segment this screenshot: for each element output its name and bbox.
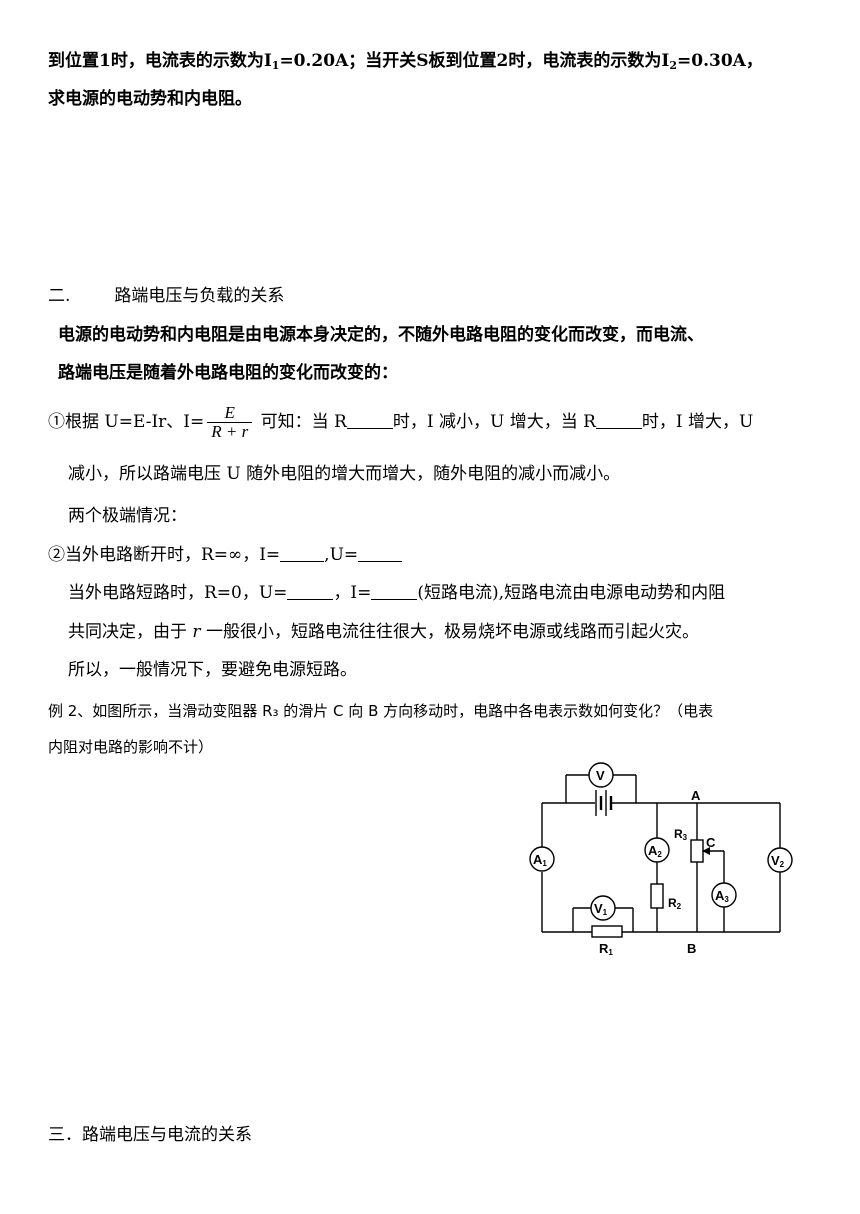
- short-circuit-line-1: 当外电路短路时，R=0，U=，I=(短路电流),短路电流由电源电动势和内阻: [68, 583, 726, 603]
- item2-line: ②当外电路断开时，R=∞，I=,U=: [48, 542, 403, 568]
- node-a-label: A: [691, 788, 701, 803]
- ammeter-a2-icon: [644, 837, 670, 863]
- ammeter-a1-icon: [529, 846, 555, 872]
- i2-value: =0.30A: [677, 51, 746, 71]
- label-a2: A2: [648, 843, 662, 859]
- label-r1: R1: [599, 941, 613, 957]
- blank-4[interactable]: [358, 545, 403, 562]
- i2-symbol: I: [661, 51, 670, 71]
- voltmeter-v-icon: [588, 762, 614, 788]
- label-a3: A3: [715, 888, 729, 904]
- label-r3: R3: [674, 827, 688, 842]
- label-v2: V2: [771, 853, 785, 869]
- label-r2: R2: [668, 896, 682, 911]
- example2-line-2: 内阻对电路的影响不计）: [48, 738, 214, 756]
- i1-value: =0.20A: [279, 51, 349, 71]
- short-circuit-line-2: 共同决定，由于 r 一般很小，短路电流往往很大，极易烧坏电源或线路而引起火灾。: [68, 622, 699, 642]
- i1-symbol: I: [263, 51, 272, 71]
- circuit-diagram: V A1 A2 A3 V2 V1 A B C R3 R2 R1: [529, 762, 793, 957]
- label-v1: V1: [594, 901, 608, 917]
- blank-5[interactable]: [287, 583, 334, 600]
- extremes-label: 两个极端情况：: [68, 506, 187, 526]
- resistor-r2-icon: [650, 883, 664, 909]
- circuit-wires: [541, 774, 781, 933]
- example2-line-1: 例 2、如图所示，当滑动变阻器 R₃ 的滑片 C 向 B 方向移动时，电路中各电…: [48, 702, 714, 720]
- short-circuit-line-3: 所以，一般情况下，要避免电源短路。: [68, 660, 357, 680]
- node-b-label: B: [687, 941, 696, 956]
- slider-arrow-icon: [702, 847, 710, 855]
- blank-1[interactable]: [346, 412, 393, 429]
- problem-line-2: 求电源的电动势和内电阻。: [48, 89, 252, 109]
- section3-heading: 三．路端电压与电流的关系: [48, 1125, 252, 1145]
- problem-line-1: 到位置1时，电流表的示数为I1=0.20A；当开关S板到位置2时，电流表的示数为…: [48, 51, 763, 72]
- voltmeter-v2-icon: [767, 847, 793, 873]
- voltmeter-v1-icon: [590, 895, 616, 921]
- slider-c-label: C: [706, 835, 716, 850]
- section2-intro-2: 路端电压是随着外电路电阻的变化而改变的：: [58, 363, 398, 383]
- resistor-r1-icon: [591, 925, 623, 938]
- battery-icon: [595, 790, 613, 816]
- label-a1: A1: [533, 852, 547, 868]
- blank-3[interactable]: [280, 545, 325, 562]
- item1-line-2: 减小，所以路端电压 U 随外电阻的增大而增大，随外电阻的减小而减小。: [68, 464, 621, 484]
- label-v: V: [596, 768, 605, 783]
- rheostat-r3-icon: [690, 839, 704, 863]
- section2-intro-1: 电源的电动势和内电阻是由电源本身决定的，不随外电路电阻的变化而改变，而电流、: [58, 325, 704, 345]
- section2-heading: 二.路端电压与负载的关系: [48, 286, 285, 306]
- blank-6[interactable]: [371, 583, 418, 600]
- ammeter-a3-icon: [711, 882, 737, 908]
- blank-2[interactable]: [595, 412, 642, 429]
